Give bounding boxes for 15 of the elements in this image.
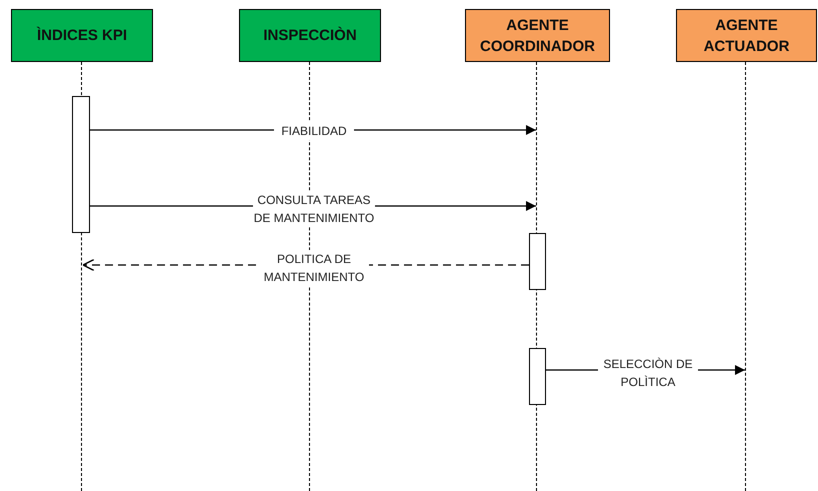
participant-name: ÌNDICES KPI — [36, 26, 127, 46]
activation-bar — [529, 233, 546, 290]
activation-bar — [529, 348, 546, 405]
activation-bar — [72, 96, 90, 233]
edge-label: FIABILIDAD — [274, 122, 354, 140]
participant-box — [465, 9, 610, 62]
lifeline — [745, 62, 747, 491]
participant-name: AGENTE ACTUADOR — [702, 16, 790, 56]
participant-box — [676, 9, 817, 62]
participant-name: INSPECCIÒN — [263, 26, 357, 46]
participant-name: AGENTE COORDINADOR — [479, 16, 596, 56]
edge-label: POLITICA DE MANTENIMIENTO — [259, 250, 369, 286]
edge-label: CONSULTA TAREAS DE MANTENIMIENTO — [253, 191, 375, 227]
participant-box — [239, 9, 381, 62]
participant-box — [11, 9, 153, 62]
